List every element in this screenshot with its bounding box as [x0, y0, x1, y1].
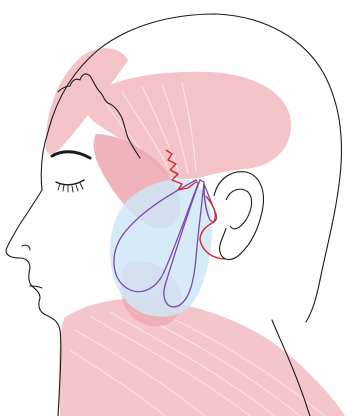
- ear-outer: [214, 172, 263, 260]
- neck-muscles: [59, 299, 345, 416]
- eyebrow: [52, 152, 90, 158]
- closed-eye: [52, 152, 90, 192]
- face-profile-line: [6, 190, 61, 416]
- face-details: [22, 245, 42, 288]
- lip-line: [30, 286, 42, 288]
- ear: [214, 172, 263, 260]
- nostril: [22, 245, 30, 250]
